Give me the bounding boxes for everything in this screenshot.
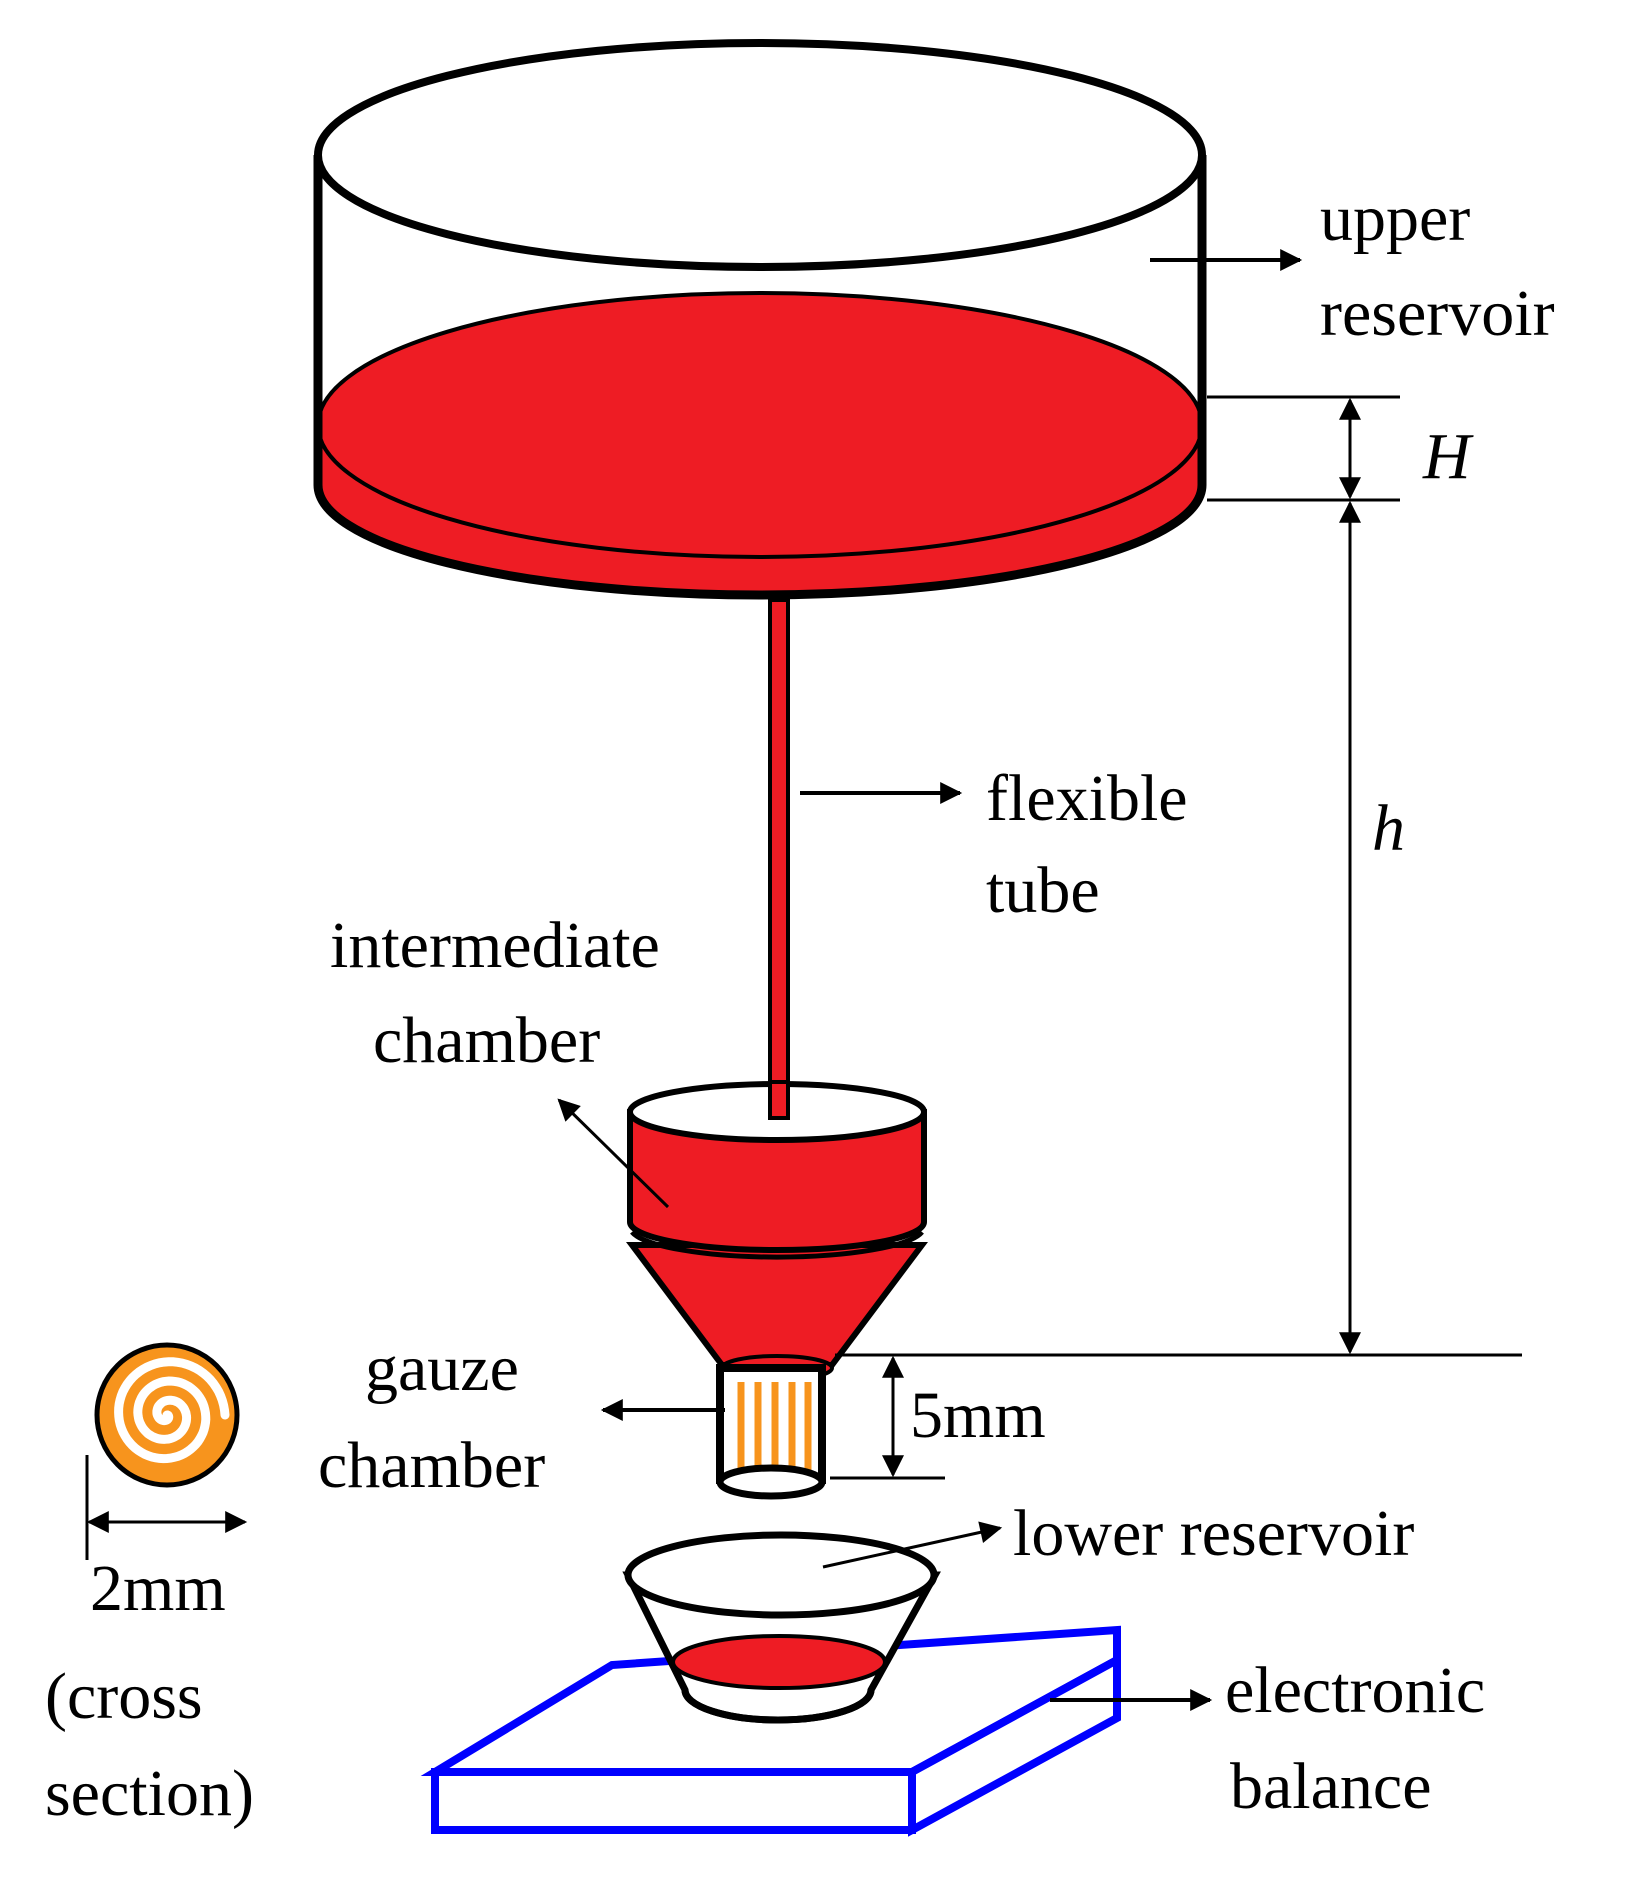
- label-chamber-gauze: chamber: [318, 1429, 545, 1502]
- label-5mm: 5mm: [910, 1379, 1046, 1452]
- lower-reservoir-liquid: [671, 1634, 887, 1690]
- label-h: h: [1372, 792, 1405, 865]
- flexible-tube: [768, 598, 790, 1122]
- label-section: section): [45, 1757, 254, 1830]
- label-reservoir: reservoir: [1320, 277, 1555, 350]
- lower-reservoir-rim: [624, 1531, 938, 1619]
- upper-reservoir-liquid-surface: [316, 291, 1204, 559]
- label-flexible: flexible: [986, 762, 1188, 835]
- lower-reservoir: [622, 1531, 941, 1724]
- annotation-lines: [85, 249, 1522, 1711]
- label-upper: upper: [1320, 182, 1470, 255]
- label-balance: balance: [1230, 1750, 1432, 1823]
- gauze-cross-section: [94, 1342, 240, 1488]
- electronic-balance: [420, 1625, 1121, 1837]
- label-lower-reservoir: lower reservoir: [1013, 1497, 1414, 1570]
- gauze-chamber: [716, 1364, 826, 1500]
- label-electronic: electronic: [1225, 1654, 1485, 1727]
- label-cross: (cross: [45, 1660, 203, 1733]
- upper-reservoir: [313, 39, 1207, 600]
- label-H: H: [1422, 420, 1474, 493]
- label-tube: tube: [986, 854, 1100, 927]
- label-gauze: gauze: [365, 1332, 519, 1405]
- upper-reservoir-rim: [314, 39, 1206, 271]
- label-intermediate: intermediate: [330, 909, 660, 982]
- intermediate-chamber: [626, 1080, 928, 1382]
- label-2mm: 2mm: [90, 1552, 226, 1625]
- label-chamber-intermediate: chamber: [373, 1004, 600, 1077]
